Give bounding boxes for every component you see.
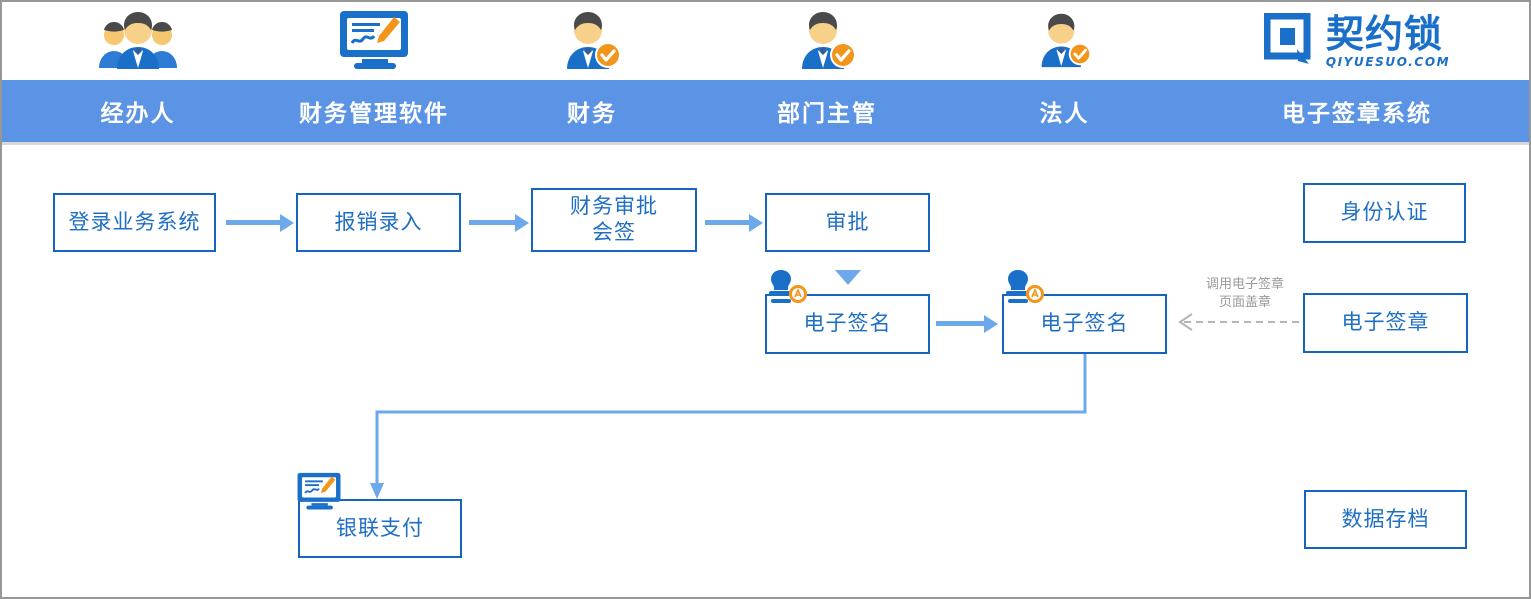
- node-label: 电子签名: [1040, 311, 1129, 336]
- stamp-icon: [1004, 268, 1052, 310]
- lane-label: 财务: [567, 101, 617, 127]
- arrow-esign1-to-esign2-head: [984, 315, 998, 333]
- node-label: 数据存档: [1341, 506, 1430, 531]
- node-electronic-seal[interactable]: 电子签章: [1303, 293, 1468, 353]
- lane-label: 电子签章系统: [1282, 101, 1432, 127]
- arrow-expense-to-review-head: [515, 214, 529, 232]
- lane-header-bumenzhuguan[interactable]: 部门主管: [710, 80, 944, 142]
- lane-icon-cell-0: [2, 2, 274, 80]
- brand-domain: QIYUESUO.COM: [1325, 54, 1451, 69]
- lane-icon-row: 契约锁 QIYUESUO.COM: [2, 2, 1529, 80]
- lane-icon-cell-3: [710, 2, 944, 80]
- lane-label: 经办人: [100, 101, 176, 127]
- node-label: 电子签章: [1341, 310, 1430, 335]
- node-data-archive[interactable]: 数据存档: [1304, 490, 1467, 549]
- lane-label-band: 经办人 财务管理软件 财务 部门主管 法人 电子签章系统: [2, 80, 1529, 142]
- lane-icon-cell-1: [274, 2, 474, 80]
- arrow-review-to-approve-line: [705, 220, 751, 225]
- arrow-esign1-to-esign2-line: [936, 321, 986, 326]
- lane-header-jingbanren[interactable]: 经办人: [2, 80, 274, 142]
- qiyuesuo-logo-icon: 契约锁 QIYUESUO.COM: [1263, 11, 1451, 69]
- node-label: 登录业务系统: [68, 209, 201, 234]
- person-check-icon: [1036, 10, 1094, 72]
- node-finance-review[interactable]: 财务审批 会签: [531, 188, 697, 252]
- arrow-login-to-expense-head: [280, 214, 294, 232]
- lane-label: 财务管理软件: [299, 101, 449, 127]
- arrow-review-to-approve-head: [749, 214, 763, 232]
- lane-icon-cell-5: 契约锁 QIYUESUO.COM: [1185, 2, 1529, 80]
- annotation-call-eseal: 调用电子签章 页面盖章: [1205, 277, 1284, 310]
- people-group-icon: [95, 8, 181, 74]
- node-identity-auth[interactable]: 身份认证: [1303, 183, 1466, 243]
- node-approve[interactable]: 审批: [765, 193, 930, 252]
- arrow-login-to-expense-line: [226, 220, 282, 225]
- node-label: 报销录入: [334, 209, 423, 234]
- monitor-pen-icon: [295, 470, 343, 515]
- node-label: 审批: [825, 209, 870, 234]
- lane-header-dianziqianzhang[interactable]: 电子签章系统: [1185, 80, 1529, 142]
- lane-icon-cell-2: [474, 2, 710, 80]
- brand-name: 契约锁: [1325, 11, 1443, 56]
- node-label: 电子签名: [803, 311, 892, 336]
- lane-icon-cell-4: [944, 2, 1185, 80]
- lane-label: 部门主管: [777, 101, 877, 127]
- lane-header-faren[interactable]: 法人: [944, 80, 1185, 142]
- node-esign-legal[interactable]: 电子签名: [1002, 294, 1167, 354]
- monitor-pen-icon: [336, 7, 412, 75]
- person-check-icon: [796, 8, 858, 74]
- arrow-expense-to-review-line: [469, 220, 517, 225]
- node-expense-entry[interactable]: 报销录入: [296, 193, 461, 252]
- node-esign-finance[interactable]: 电子签名: [765, 294, 930, 354]
- node-login-system[interactable]: 登录业务系统: [53, 193, 216, 252]
- node-label: 财务审批 会签: [570, 194, 658, 244]
- node-label: 银联支付: [336, 515, 424, 540]
- lane-label: 法人: [1039, 101, 1090, 127]
- lane-header-caiwuguanli[interactable]: 财务管理软件: [274, 80, 474, 142]
- stamp-icon: [767, 268, 815, 310]
- node-label: 身份认证: [1340, 200, 1429, 225]
- person-check-icon: [561, 8, 623, 74]
- band-divider: [2, 142, 1529, 145]
- chevron-down-icon: [835, 270, 861, 285]
- lane-header-caiwu[interactable]: 财务: [474, 80, 710, 142]
